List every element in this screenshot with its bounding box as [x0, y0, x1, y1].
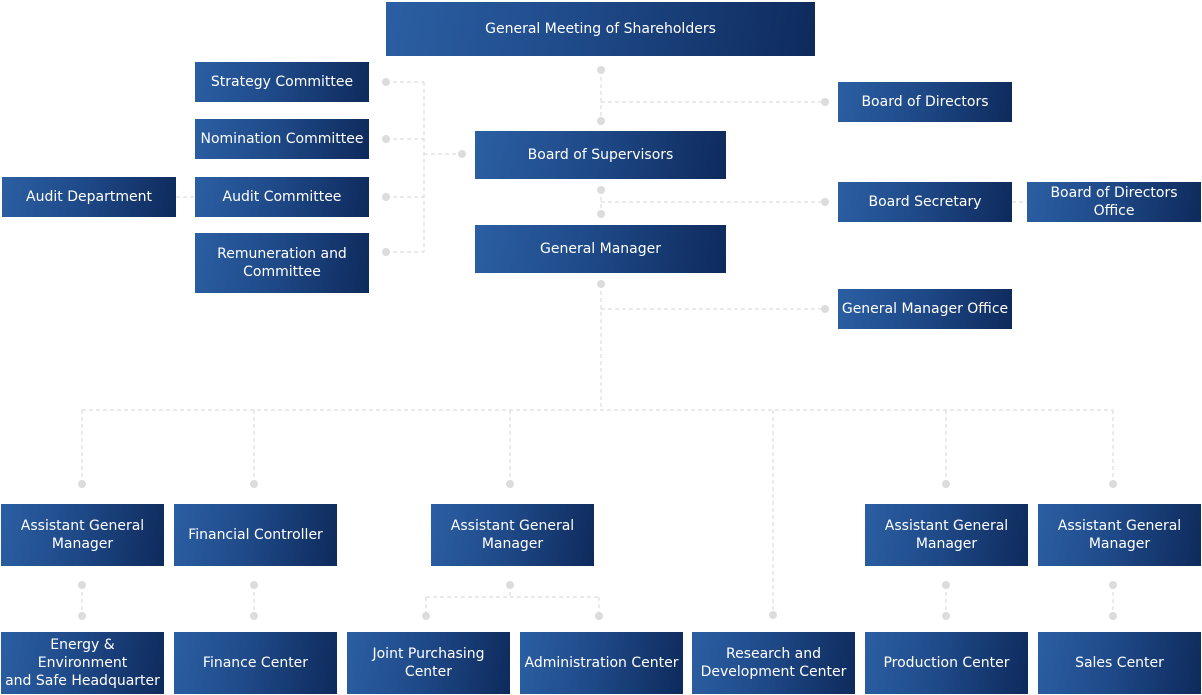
node-board-of-supervisors: Board of Supervisors: [475, 131, 726, 179]
node-remuneration-committee: Remuneration and Committee: [195, 233, 369, 293]
node-assistant-general-manager-3: Assistant General Manager: [865, 504, 1028, 566]
node-assistant-general-manager-4: Assistant General Manager: [1038, 504, 1201, 566]
node-research-development-center: Research and Development Center: [692, 632, 855, 694]
node-audit-department: Audit Department: [2, 177, 176, 217]
node-finance-center: Finance Center: [174, 632, 337, 694]
node-sales-center: Sales Center: [1038, 632, 1201, 694]
node-audit-committee: Audit Committee: [195, 177, 369, 217]
node-assistant-general-manager-1: Assistant General Manager: [1, 504, 164, 566]
node-general-meeting-of-shareholders: General Meeting of Shareholders: [386, 2, 815, 56]
node-assistant-general-manager-2: Assistant General Manager: [431, 504, 594, 566]
node-strategy-committee: Strategy Committee: [195, 62, 369, 102]
node-joint-purchasing-center: Joint Purchasing Center: [347, 632, 510, 694]
node-general-manager: General Manager: [475, 225, 726, 273]
node-nomination-committee: Nomination Committee: [195, 119, 369, 159]
node-production-center: Production Center: [865, 632, 1028, 694]
node-financial-controller: Financial Controller: [174, 504, 337, 566]
node-energy-environment-safe-hq: Energy & Environment and Safe Headquarte…: [1, 632, 164, 694]
node-board-of-directors-office: Board of Directors Office: [1027, 182, 1201, 222]
node-board-secretary: Board Secretary: [838, 182, 1012, 222]
node-board-of-directors: Board of Directors: [838, 82, 1012, 122]
node-administration-center: Administration Center: [520, 632, 683, 694]
node-general-manager-office: General Manager Office: [838, 289, 1012, 329]
